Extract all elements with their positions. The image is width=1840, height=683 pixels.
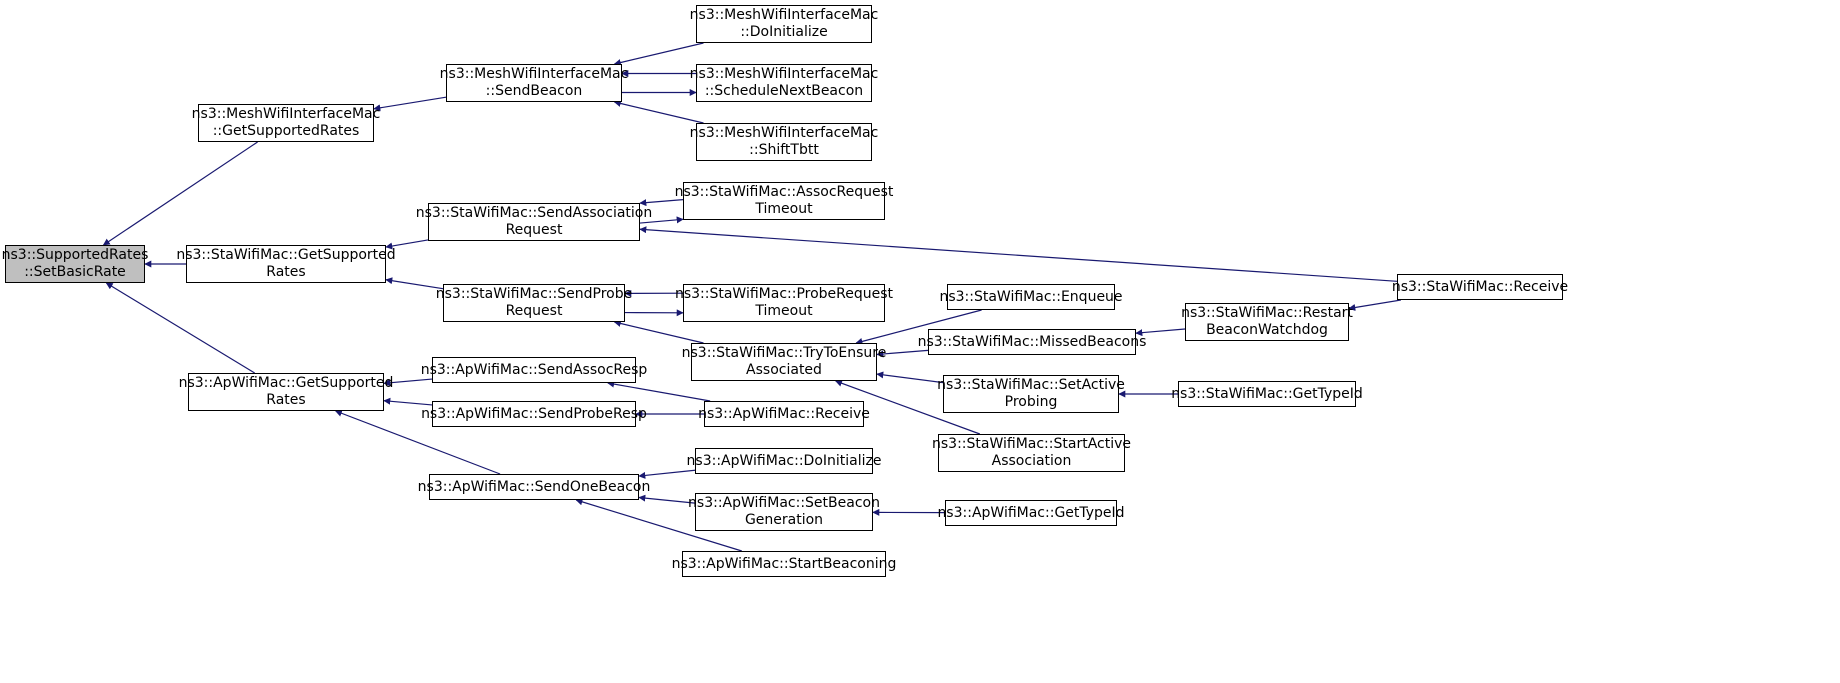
node-label-line: ns3::StaWifiMac::StartActive	[932, 436, 1132, 452]
node-label-line: ns3::StaWifiMac::ProbeRequest	[674, 286, 894, 302]
edge-sta-sendassociationrequest-to-sta-assocrequesttimeout	[639, 216, 684, 224]
node-label-line: ns3::ApWifiMac::GetSupported	[178, 375, 394, 391]
edge-sta-enqueue-to-sta-trytoensureassociated	[855, 309, 982, 345]
edge-ap-doinitialize-to-ap-sendonebeacon	[638, 469, 696, 479]
node-label-line: ns3::StaWifiMac::SetActive	[937, 377, 1125, 393]
node-label-line: Rates	[266, 392, 306, 408]
node-label-line: Timeout	[755, 303, 813, 319]
node-label-line: ::DoInitialize	[740, 24, 828, 40]
node-label-line: ns3::StaWifiMac::SendAssociation	[415, 205, 653, 221]
node-label-line: Request	[505, 222, 563, 238]
edge-sta-receive-to-sta-restartbeaconwatchdog	[1348, 299, 1401, 311]
node-label-line: ns3::SupportedRates	[1, 247, 149, 263]
node-label-line: ns3::ApWifiMac::SetBeacon	[688, 495, 880, 511]
node-label-line: ::GetSupportedRates	[212, 123, 360, 139]
edge-ap-sendassocresp-to-ap-getsupportedrates	[383, 378, 433, 387]
edge-mesh-shifttbtt-to-mesh-sendbeacon	[613, 100, 704, 124]
edge-sta-restartbeaconwatchdog-to-sta-missedbeacons	[1135, 328, 1186, 337]
node-mesh-doinitialize[interactable]: ns3::MeshWifiInterfaceMac::DoInitialize	[690, 5, 878, 43]
node-label-line: ns3::MeshWifiInterfaceMac	[191, 106, 381, 122]
edge-sta-startactiveassociation-to-sta-trytoensureassociated	[835, 379, 981, 435]
node-label-line: ns3::MeshWifiInterfaceMac	[689, 66, 879, 82]
node-label-line: ns3::StaWifiMac::AssocRequest	[674, 184, 894, 200]
node-ap-gettypeid[interactable]: ns3::ApWifiMac::GetTypeId	[937, 500, 1125, 526]
node-label-line: ::SetBasicRate	[24, 264, 126, 280]
node-mesh-schedulenextbeacon[interactable]: ns3::MeshWifiInterfaceMac::ScheduleNextB…	[690, 64, 878, 102]
node-label-line: Probing	[1004, 394, 1058, 410]
edge-ap-setbeacongeneration-to-ap-sendonebeacon	[638, 494, 696, 504]
node-label-line: Rates	[266, 264, 306, 280]
edge-mesh-getsupportedrates-to-setbasicrate	[102, 141, 258, 246]
node-label-line: ns3::ApWifiMac::SendOneBeacon	[417, 478, 651, 495]
node-sta-enqueue[interactable]: ns3::StaWifiMac::Enqueue	[939, 284, 1123, 310]
edge-ap-receive-to-ap-sendassocresp	[607, 380, 711, 402]
node-label-line: ns3::ApWifiMac::GetTypeId	[937, 504, 1125, 521]
edge-ap-sendonebeacon-to-ap-getsupportedrates	[334, 409, 501, 475]
edge-ap-getsupportedrates-to-setbasicrate	[105, 282, 255, 374]
node-label-line: Associated	[746, 362, 822, 378]
edge-sta-missedbeacons-to-sta-trytoensureassociated	[876, 349, 929, 358]
node-label-line: ns3::StaWifiMac::Restart	[1181, 305, 1353, 321]
node-label-line: ns3::StaWifiMac::GetTypeId	[1171, 385, 1363, 402]
node-label-line: ns3::StaWifiMac::Receive	[1391, 278, 1569, 295]
node-label-line: ::SendBeacon	[485, 83, 583, 99]
edge-sta-sendassociationrequest-to-sta-getsupportedrates	[385, 239, 429, 250]
node-label-line: ns3::ApWifiMac::SendProbeResp	[421, 405, 647, 422]
node-setbasicrate: ns3::SupportedRates::SetBasicRate	[2, 245, 148, 283]
node-ap-startbeaconing[interactable]: ns3::ApWifiMac::StartBeaconing	[672, 551, 896, 577]
node-ap-sendassocresp[interactable]: ns3::ApWifiMac::SendAssocResp	[421, 357, 647, 383]
node-label-line: Request	[505, 303, 563, 319]
node-label-line: BeaconWatchdog	[1206, 322, 1328, 338]
edge-mesh-doinitialize-to-mesh-sendbeacon	[613, 42, 704, 66]
edge-sta-receive-to-sta-sendassociationrequest	[639, 226, 1398, 282]
node-sta-gettypeid[interactable]: ns3::StaWifiMac::GetTypeId	[1171, 381, 1363, 407]
node-label-line: ns3::ApWifiMac::DoInitialize	[686, 452, 882, 469]
node-ap-doinitialize[interactable]: ns3::ApWifiMac::DoInitialize	[687, 448, 881, 474]
node-label-line: ns3::ApWifiMac::StartBeaconing	[671, 555, 897, 572]
node-label-line: ns3::MeshWifiInterfaceMac	[689, 125, 879, 141]
node-ap-sendonebeacon[interactable]: ns3::ApWifiMac::SendOneBeacon	[418, 474, 650, 500]
node-label-line: ns3::ApWifiMac::Receive	[698, 405, 870, 422]
node-label-line: ns3::StaWifiMac::SendProbe	[435, 286, 633, 302]
edge-mesh-sendbeacon-to-mesh-getsupportedrates	[373, 96, 447, 112]
node-sta-receive[interactable]: ns3::StaWifiMac::Receive	[1392, 274, 1568, 300]
node-label-line: ns3::ApWifiMac::SendAssocResp	[420, 361, 648, 378]
edge-ap-startbeaconing-to-ap-sendonebeacon	[575, 498, 742, 552]
edge-sta-setactiveprobing-to-sta-trytoensureassociated	[876, 371, 944, 384]
node-mesh-sendbeacon[interactable]: ns3::MeshWifiInterfaceMac::SendBeacon	[440, 64, 628, 102]
node-ap-receive[interactable]: ns3::ApWifiMac::Receive	[698, 401, 870, 427]
node-label-line: ::ShiftTbtt	[749, 142, 819, 158]
edge-sta-sendproberequest-to-sta-getsupportedrates	[385, 277, 444, 290]
node-label-line: ns3::StaWifiMac::GetSupported	[176, 247, 396, 263]
node-ap-sendproberesp[interactable]: ns3::ApWifiMac::SendProbeResp	[421, 401, 647, 427]
node-label-line: Timeout	[755, 201, 813, 217]
node-label-line: ns3::StaWifiMac::TryToEnsure	[681, 345, 887, 361]
node-label-line: ::ScheduleNextBeacon	[704, 83, 864, 99]
node-mesh-shifttbtt[interactable]: ns3::MeshWifiInterfaceMac::ShiftTbtt	[690, 123, 878, 161]
node-label-line: Generation	[744, 512, 824, 528]
node-label-line: ns3::MeshWifiInterfaceMac	[439, 66, 629, 82]
node-sta-missedbeacons[interactable]: ns3::StaWifiMac::MissedBeacons	[918, 329, 1146, 355]
edge-sta-assocrequesttimeout-to-sta-sendassociationrequest	[639, 199, 684, 207]
node-label-line: Association	[991, 453, 1072, 469]
node-mesh-getsupportedrates[interactable]: ns3::MeshWifiInterfaceMac::GetSupportedR…	[192, 104, 380, 142]
node-label-line: ns3::StaWifiMac::Enqueue	[939, 288, 1123, 305]
edge-ap-sendproberesp-to-ap-getsupportedrates	[383, 397, 433, 406]
edge-sta-trytoensureassociated-to-sta-sendproberequest	[613, 320, 704, 344]
node-label-line: ns3::StaWifiMac::MissedBeacons	[917, 333, 1147, 350]
node-label-line: ns3::MeshWifiInterfaceMac	[689, 7, 879, 23]
